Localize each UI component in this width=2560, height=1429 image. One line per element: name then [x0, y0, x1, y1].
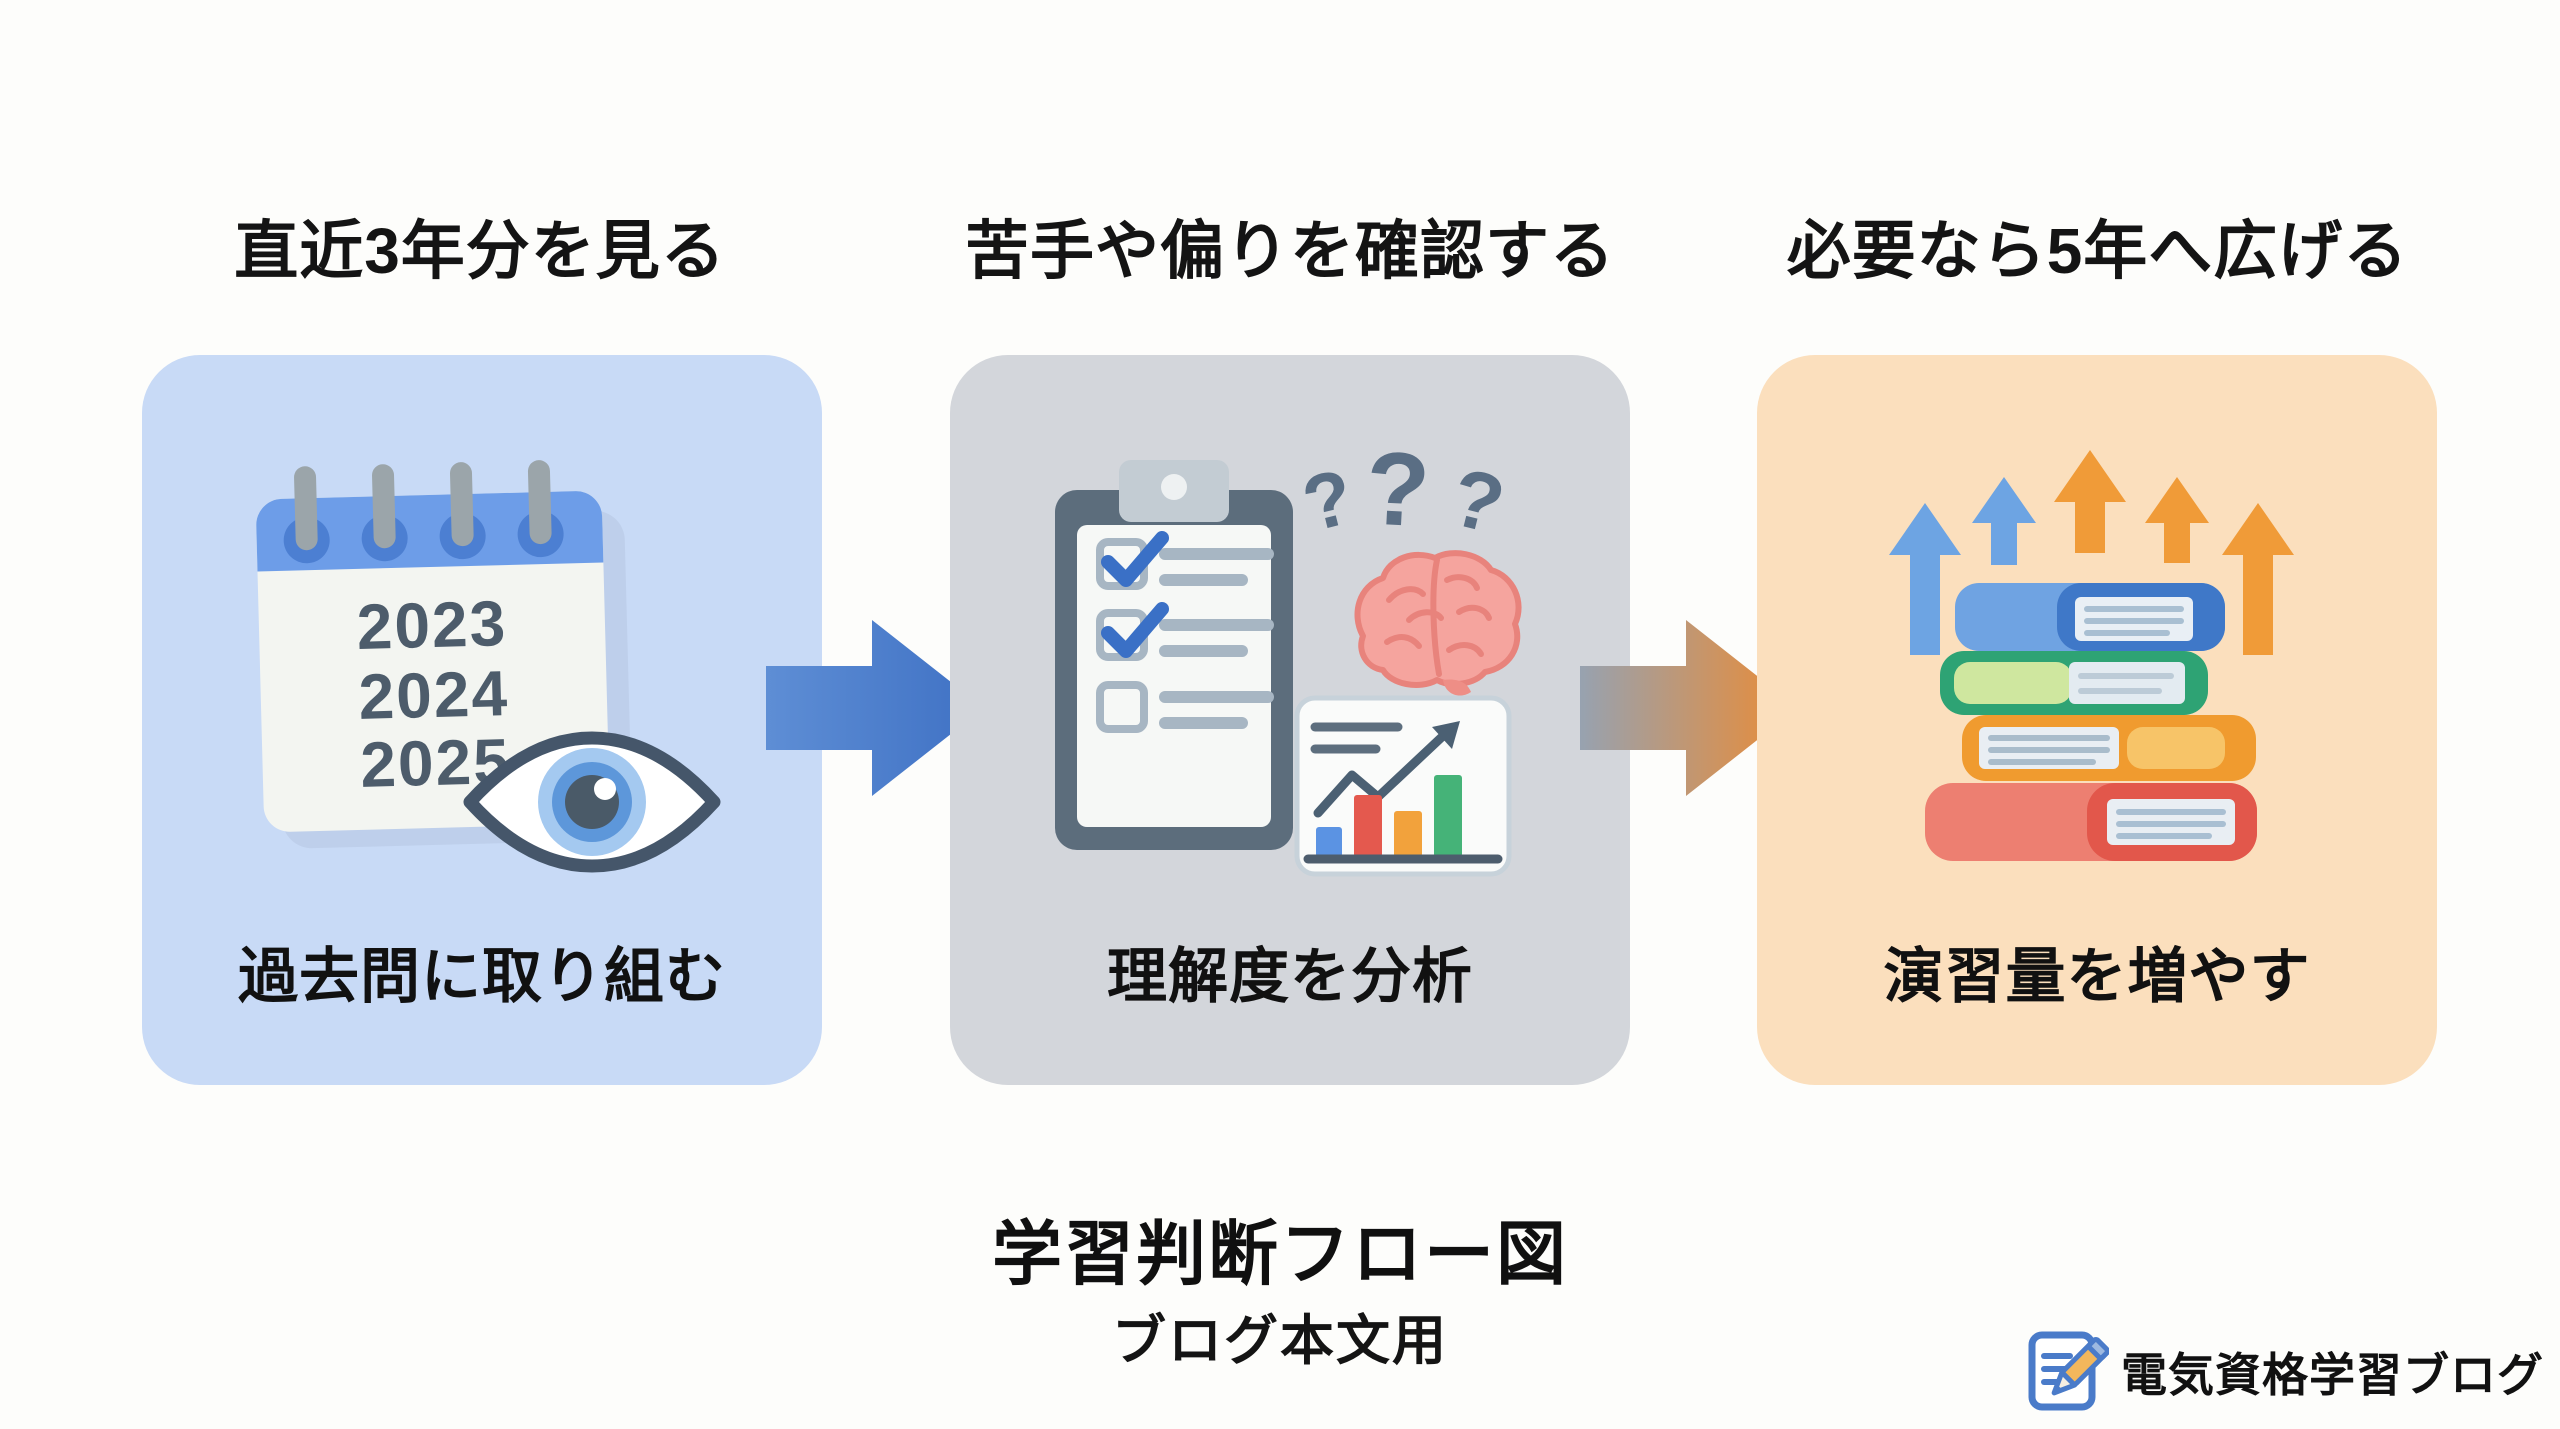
checklist-row-checked-2 — [1096, 602, 1274, 661]
bar-red — [1354, 795, 1382, 857]
step2-title: 苦手や偏りを確認する — [965, 215, 1615, 287]
bar-green — [1434, 775, 1462, 857]
clipboard-icon — [1055, 460, 1293, 850]
trend-arrowhead-icon — [1432, 721, 1460, 749]
book-green — [1940, 651, 2208, 715]
up-arrow-orange-small — [2145, 477, 2209, 563]
checklist-row-checked-1 — [1096, 531, 1274, 590]
calendar-icon: 2023 2024 2025 — [256, 460, 632, 849]
pencil-icon — [2051, 1337, 2109, 1396]
calendar-rings — [283, 460, 564, 564]
caption-subtitle: ブログ本文用 — [1112, 1311, 1448, 1371]
brand-logo: 電気資格学習ブログ — [2025, 1326, 2544, 1418]
flow-arrow-2-icon — [1580, 620, 1798, 796]
brain-icon — [1354, 550, 1522, 696]
svg-text:?: ? — [1294, 452, 1362, 549]
step3-title: 必要なら5年へ広げる — [1786, 215, 2409, 287]
up-arrows-icon — [1889, 450, 2294, 655]
brand-name: 電気資格学習ブログ — [2121, 1349, 2544, 1401]
up-arrow-blue-small — [1972, 477, 2036, 565]
eye-icon — [463, 731, 721, 873]
caption-title: 学習判断フロー図 — [992, 1215, 1568, 1293]
note-pencil-icon — [2028, 1331, 2109, 1411]
calendar-year-2: 2024 — [358, 657, 510, 733]
checkmark-icon — [1101, 531, 1169, 587]
step3-panel: 演習量を増やす — [1757, 355, 2437, 1085]
step3-label: 演習量を増やす — [1883, 943, 2311, 1010]
bar-blue — [1316, 827, 1342, 857]
step1-title: 直近3年分を見る — [234, 215, 726, 287]
step2-label: 理解度を分析 — [1107, 943, 1473, 1010]
checklist-row-empty — [1096, 681, 1274, 733]
up-arrow-orange-tall — [2222, 503, 2294, 655]
book-red — [1925, 783, 2257, 861]
checkmark-icon — [1101, 602, 1169, 658]
calendar-year-1: 2023 — [356, 587, 508, 663]
svg-text:?: ? — [1363, 430, 1433, 549]
bar-orange — [1394, 811, 1422, 857]
step1-panel: 2023 2024 2025 過去問に取り組む — [142, 355, 822, 1085]
clipboard-brain-chart-icon: ? ? ? — [1055, 430, 1522, 877]
question-marks-icon: ? ? ? — [1294, 430, 1513, 551]
book-orange — [1962, 715, 2256, 781]
trend-line-icon — [1313, 730, 1449, 818]
books-up-arrows-icon — [1889, 450, 2294, 861]
up-arrow-orange-high — [2054, 450, 2126, 553]
calendar-eye-icon: 2023 2024 2025 — [256, 460, 721, 873]
flow-arrow-1-icon — [766, 620, 984, 796]
step1-label: 過去問に取り組む — [238, 943, 726, 1010]
step2-panel: ? ? ? — [950, 355, 1630, 1085]
svg-text:?: ? — [1442, 451, 1513, 551]
book-blue — [1955, 583, 2225, 651]
chart-icon — [1294, 695, 1512, 877]
up-arrow-blue-tall — [1889, 503, 1961, 655]
book-stack-icon — [1925, 583, 2257, 861]
